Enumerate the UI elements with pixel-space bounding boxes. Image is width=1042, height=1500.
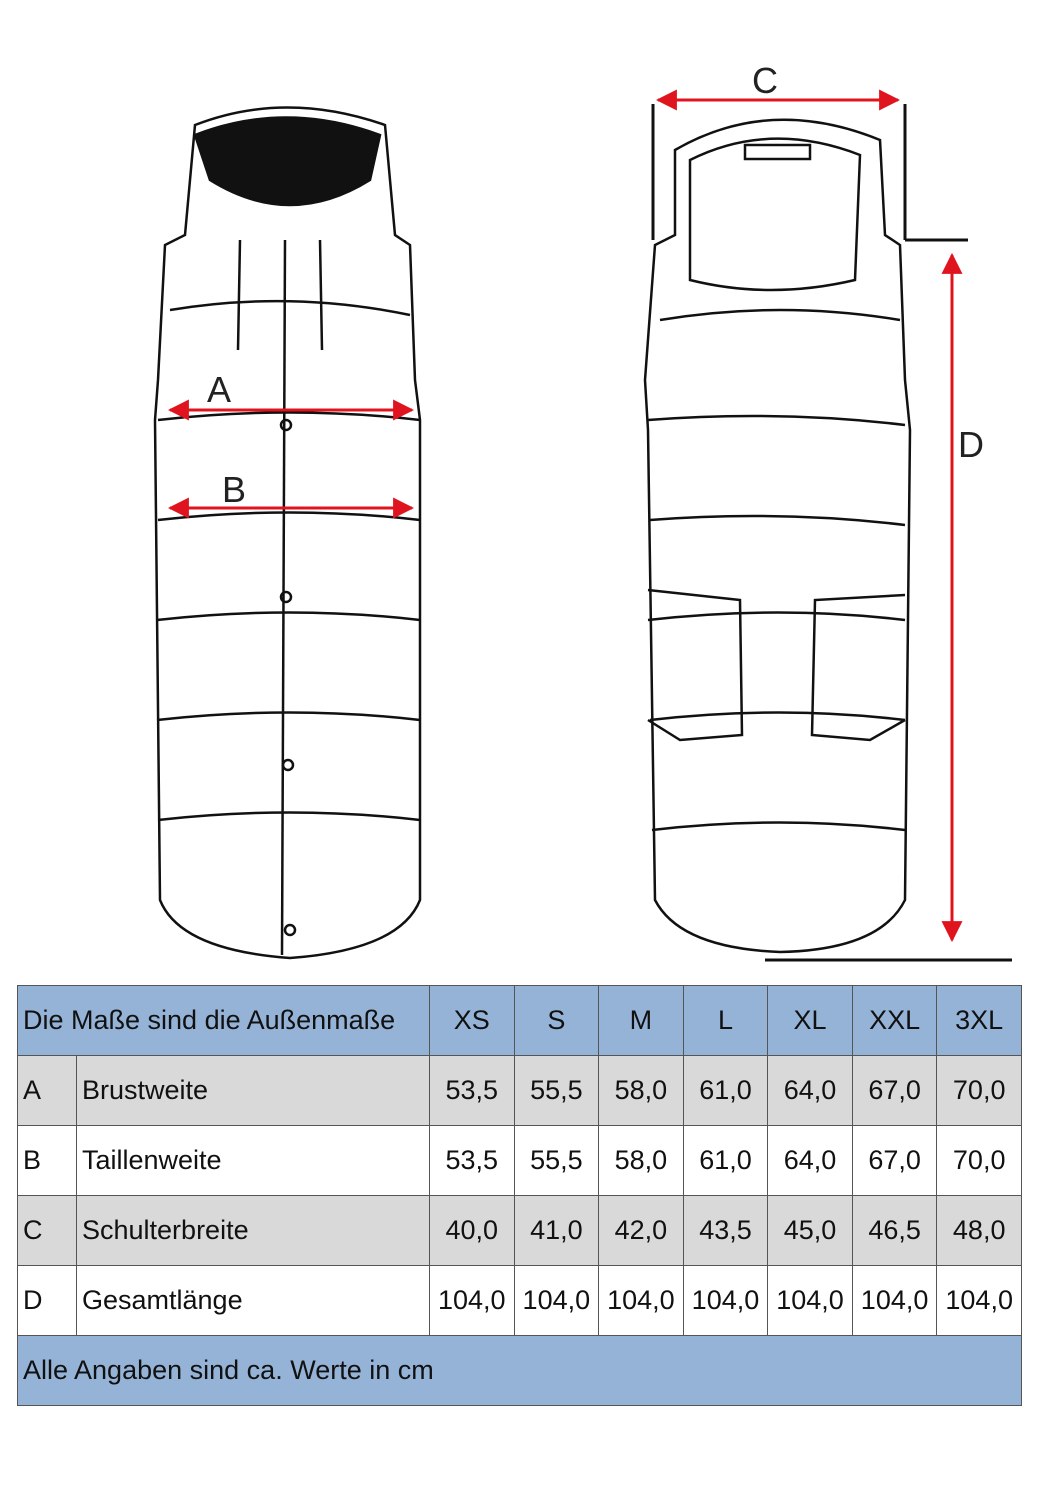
size-header: XXL: [851, 985, 938, 1056]
row-label: Gesamtlänge: [76, 1265, 430, 1336]
row-value: 67,0: [851, 1125, 938, 1196]
vest-back-sketch: [643, 118, 912, 954]
size-header: 3XL: [936, 985, 1022, 1056]
svg-text:B: B: [222, 469, 246, 510]
measure-a: A: [167, 369, 415, 421]
table-footer-note: Alle Angaben sind ca. Werte in cm: [17, 1335, 1022, 1406]
measure-b: B: [167, 469, 415, 519]
table-footer-row: Alle Angaben sind ca. Werte in cm: [17, 1335, 1022, 1406]
row-value: 104,0: [851, 1265, 938, 1336]
table-header-title: Die Maße sind die Außenmaße: [17, 985, 430, 1056]
svg-text:A: A: [207, 369, 231, 410]
row-value: 46,5: [851, 1195, 938, 1266]
row-value: 58,0: [598, 1055, 684, 1126]
row-value: 104,0: [598, 1265, 684, 1336]
row-value: 64,0: [767, 1055, 853, 1126]
row-key: A: [17, 1055, 77, 1126]
row-value: 55,5: [513, 1055, 600, 1126]
row-value: 55,5: [513, 1125, 600, 1196]
row-label: Taillenweite: [76, 1125, 430, 1196]
row-value: 41,0: [513, 1195, 600, 1266]
row-value: 104,0: [936, 1265, 1022, 1336]
row-value: 104,0: [513, 1265, 600, 1336]
size-header: XS: [429, 985, 515, 1056]
row-value: 70,0: [936, 1125, 1022, 1196]
svg-text:C: C: [752, 60, 778, 101]
row-key: D: [17, 1265, 77, 1336]
row-value: 61,0: [682, 1055, 769, 1126]
row-value: 64,0: [767, 1125, 853, 1196]
row-value: 43,5: [682, 1195, 769, 1266]
row-label: Brustweite: [76, 1055, 430, 1126]
measure-c: C: [651, 60, 968, 242]
row-value: 58,0: [598, 1125, 684, 1196]
size-header: M: [598, 985, 684, 1056]
size-header: S: [513, 985, 600, 1056]
row-value: 67,0: [851, 1055, 938, 1126]
vest-diagram: A B C D: [153, 60, 1012, 962]
row-value: 40,0: [429, 1195, 515, 1266]
row-value: 53,5: [429, 1055, 515, 1126]
measure-d: D: [765, 252, 1012, 962]
row-value: 48,0: [936, 1195, 1022, 1266]
row-value: 42,0: [598, 1195, 684, 1266]
row-value: 104,0: [767, 1265, 853, 1336]
vest-front-sketch: [153, 106, 422, 960]
size-table: Die Maße sind die Außenmaße XS S M L XL …: [17, 985, 1022, 1406]
row-value: 53,5: [429, 1125, 515, 1196]
row-value: 104,0: [429, 1265, 515, 1336]
row-value: 61,0: [682, 1125, 769, 1196]
row-key: B: [17, 1125, 77, 1196]
row-value: 70,0: [936, 1055, 1022, 1126]
size-header: XL: [767, 985, 853, 1056]
table-header-row: Die Maße sind die Außenmaße XS S M L XL …: [17, 985, 1022, 1056]
size-header: L: [682, 985, 769, 1056]
svg-text:D: D: [958, 424, 984, 465]
row-value: 104,0: [682, 1265, 769, 1336]
row-value: 45,0: [767, 1195, 853, 1266]
row-key: C: [17, 1195, 77, 1266]
row-label: Schulterbreite: [76, 1195, 430, 1266]
